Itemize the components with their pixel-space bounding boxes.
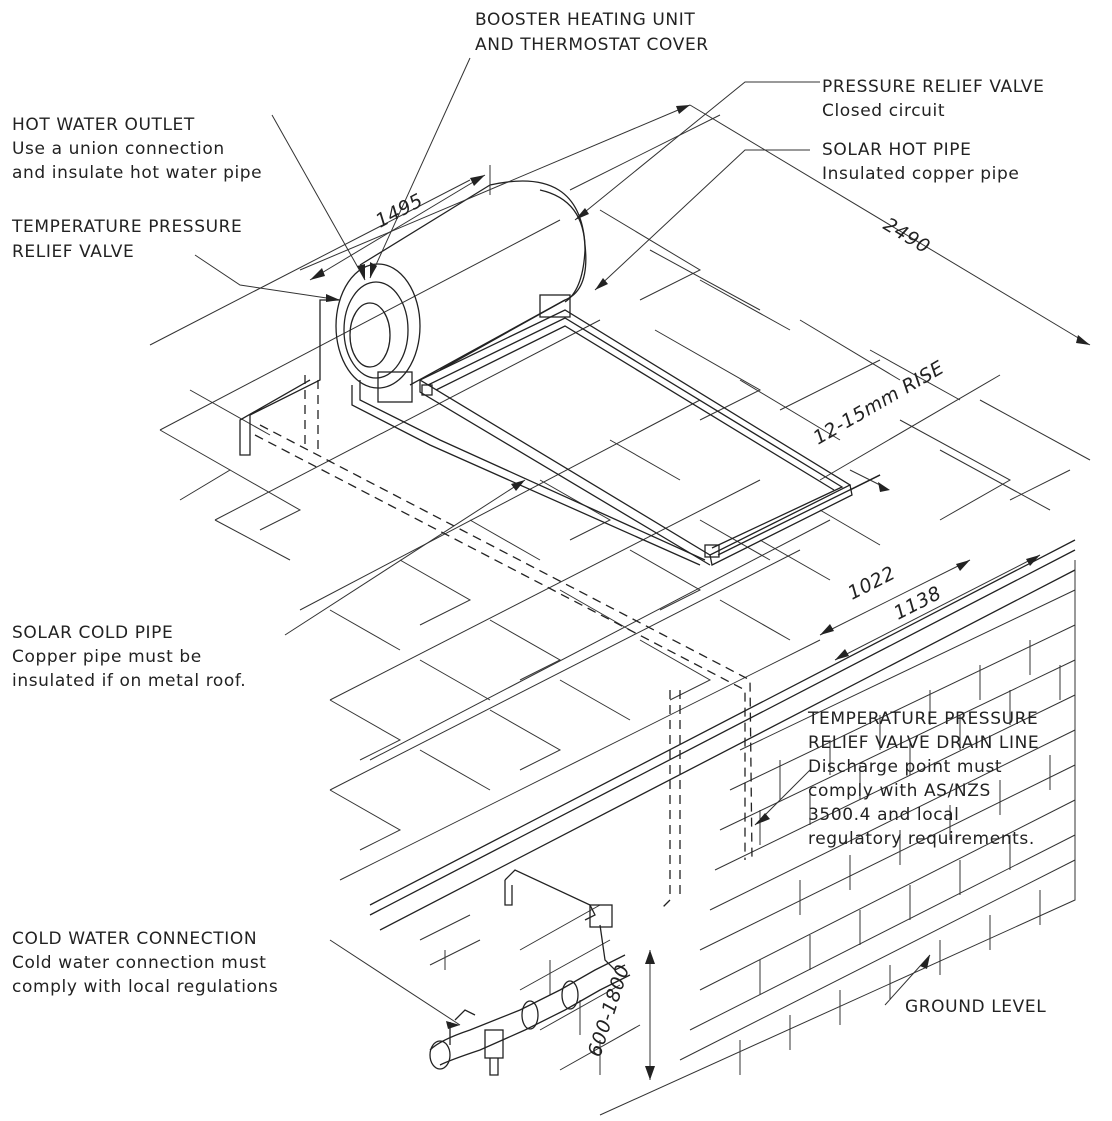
tpr-drain-line-label: TEMPERATURE PRESSURE RELIEF VALVE DRAIN … (807, 709, 1045, 849)
ground-level-label: GROUND LEVEL (905, 997, 1046, 1017)
dimension-arrowheads (310, 105, 1090, 1080)
solar-hot-pipe-label: SOLAR HOT PIPE Insulated copper pipe (822, 140, 1019, 184)
pressure-relief-label-line-2: Closed circuit (822, 101, 945, 121)
solar-hot-pipe-label-line-1: SOLAR HOT PIPE (822, 140, 972, 160)
height-range-dimension: 600-1800 (584, 962, 634, 1060)
solar-cold-pipe-label-line-2: Copper pipe must be (12, 647, 202, 667)
tpr-valve-label-line-1: TEMPERATURE PRESSURE (11, 217, 242, 237)
pressure-relief-label-line-1: PRESSURE RELIEF VALVE (822, 77, 1045, 97)
solar-collector-panel (418, 309, 853, 566)
booster-label: BOOSTER HEATING UNIT AND THERMOSTAT COVE… (475, 10, 709, 55)
hot-outlet-label-line-3: and insulate hot water pipe (12, 163, 262, 183)
tpr-drain-line-label-line-4: comply with AS/NZS (808, 781, 991, 801)
dimension-lines (299, 104, 1091, 1080)
tpr-drain-line-label-line-1: TEMPERATURE PRESSURE (807, 709, 1038, 729)
cold-water-fittings (429, 869, 631, 1076)
tpr-valve-label-line-2: RELIEF VALVE (12, 242, 134, 262)
brick-wall (419, 560, 1076, 1116)
dashed-pipe-routes (254, 375, 753, 911)
hot-outlet-label-line-1: HOT WATER OUTLET (12, 115, 195, 135)
leader-lines (194, 57, 931, 1026)
booster-label-line-1: BOOSTER HEATING UNIT (475, 10, 695, 30)
hot-outlet-label: HOT WATER OUTLET Use a union connection … (12, 115, 262, 183)
hot-outlet-label-line-2: Use a union connection (12, 139, 225, 159)
solar-cold-pipe-label-line-3: insulated if on metal roof. (12, 671, 246, 691)
overall-length-dimension: 2490 (879, 213, 933, 258)
cold-water-connection-label-line-3: comply with local regulations (12, 977, 278, 997)
tpr-valve-label: TEMPERATURE PRESSURE RELIEF VALVE (11, 217, 248, 262)
pressure-relief-label: PRESSURE RELIEF VALVE Closed circuit (822, 77, 1051, 121)
cold-water-connection-label-line-2: Cold water connection must (12, 953, 267, 973)
roof-edge-gutter (369, 539, 1076, 931)
cold-water-connection-label-line-1: COLD WATER CONNECTION (12, 929, 257, 949)
tpr-drain-line-label-line-3: Discharge point must (808, 757, 1002, 777)
booster-label-line-2: AND THERMOSTAT COVER (475, 35, 709, 55)
roof-tiles (149, 179, 1091, 881)
pipes (239, 299, 881, 566)
collector-width-dimension: 1022 (844, 562, 899, 604)
tpr-drain-line-label-line-5: 3500.4 and local (808, 805, 960, 825)
solar-cold-pipe-label-line-1: SOLAR COLD PIPE (12, 623, 173, 643)
tpr-drain-line-label-line-6: regulatory requirements. (808, 829, 1035, 849)
solar-hot-pipe-label-line-2: Insulated copper pipe (822, 164, 1019, 184)
tpr-drain-line-label-line-2: RELIEF VALVE DRAIN LINE (808, 733, 1039, 753)
cold-water-connection-label: COLD WATER CONNECTION Cold water connect… (12, 929, 278, 997)
solar-cold-pipe-label: SOLAR COLD PIPE Copper pipe must be insu… (12, 623, 246, 691)
leader-arrowheads (326, 208, 930, 1029)
rise-dimension: 12-15mm RISE (810, 357, 948, 450)
